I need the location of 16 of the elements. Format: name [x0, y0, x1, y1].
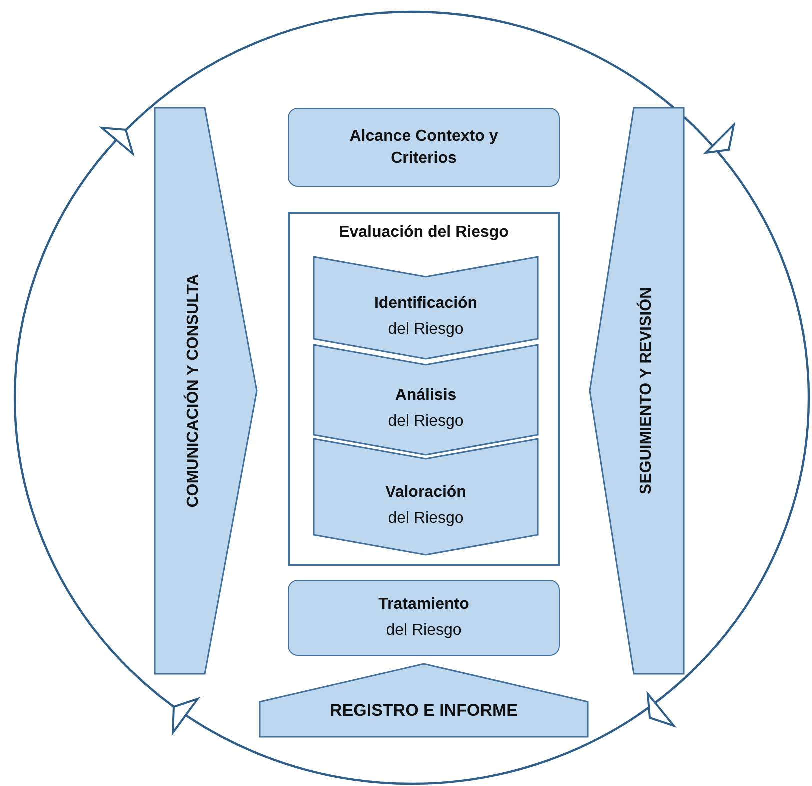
- step-subtitle: del Riesgo: [388, 509, 464, 529]
- band-label: COMUNICACIÓN Y CONSULTA: [185, 274, 203, 508]
- step-title: Valoración: [386, 483, 466, 503]
- process-box: [288, 108, 560, 187]
- step-subtitle: del Riesgo: [388, 320, 464, 340]
- group-title: Evaluación del Riesgo: [338, 223, 510, 243]
- band-label: SEGUIMIENTO Y REVISIÓN: [638, 287, 656, 495]
- step-subtitle: del Riesgo: [386, 621, 462, 641]
- step-title: Tratamiento: [378, 595, 470, 615]
- group-frame: [288, 212, 560, 566]
- box-label: REGISTRO E INFORME: [330, 700, 518, 722]
- step-title: Análisis: [395, 386, 457, 406]
- box-label: Alcance Contexto y Criterios: [348, 126, 500, 168]
- process-box: [288, 580, 560, 656]
- step-subtitle: del Riesgo: [388, 412, 464, 432]
- step-title: Identificación: [374, 294, 478, 314]
